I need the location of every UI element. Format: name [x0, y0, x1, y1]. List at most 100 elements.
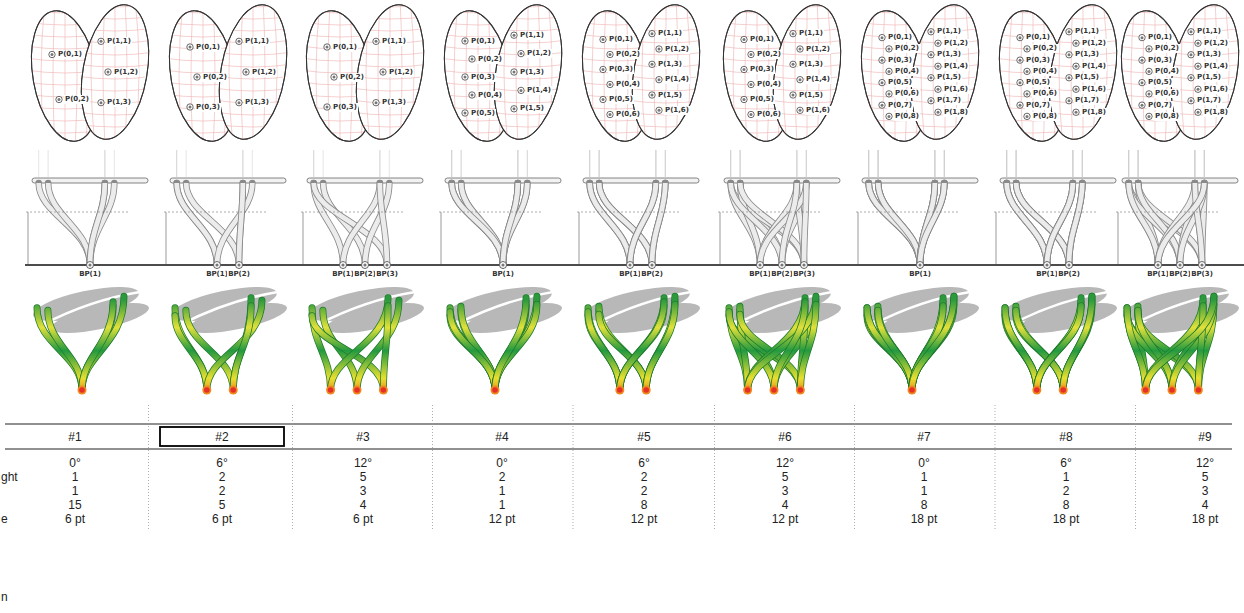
point-marker — [469, 56, 475, 62]
point-label: P(1,1) — [244, 37, 270, 46]
grid-line — [626, 4, 706, 7]
grid-line — [420, 0, 426, 147]
point-marker — [741, 36, 747, 42]
point-marker — [1139, 34, 1145, 40]
grid-line — [65, 1, 66, 151]
point-label: P(0,1) — [470, 37, 496, 46]
table-cell: 8 — [921, 498, 928, 512]
point-label: P(1,5) — [657, 91, 683, 100]
leader-line — [451, 150, 452, 178]
point-marker — [326, 106, 329, 109]
point-marker — [1073, 109, 1079, 115]
render-branch — [495, 304, 537, 390]
leader-line — [313, 150, 314, 178]
point-label: P(0,5) — [470, 109, 496, 118]
grid-line — [103, 0, 105, 147]
leader-line — [517, 150, 518, 178]
tree-render — [1005, 296, 1092, 390]
point-label: P(0,3) — [195, 103, 221, 112]
point-label: P(0,3) — [332, 103, 358, 112]
table-cell: 5 — [360, 470, 367, 484]
point-marker — [100, 101, 103, 104]
base-point — [1156, 263, 1159, 266]
point-marker — [196, 76, 199, 79]
render-base — [909, 387, 915, 393]
point-label: P(1,2) — [113, 68, 139, 77]
leader-line — [1138, 150, 1139, 178]
base-point — [650, 263, 653, 266]
point-label: P(0,2) — [1154, 44, 1180, 53]
point-label: P(0,8) — [894, 112, 920, 121]
point-label: P(0,4) — [615, 80, 641, 89]
base-point — [501, 263, 504, 266]
point-label: P(1,3) — [936, 50, 962, 59]
point-label: P(0,1) — [608, 35, 634, 44]
render-base — [354, 387, 360, 393]
tree-elevation — [1007, 183, 1083, 265]
table-cell: 2 — [219, 470, 226, 484]
point-marker — [375, 101, 378, 104]
grid-line — [167, 1, 173, 151]
point-marker — [1139, 57, 1145, 63]
point-marker — [1197, 88, 1200, 91]
grid-line — [213, 4, 293, 7]
point-marker — [748, 111, 754, 117]
base-point-label: BP(3) — [1190, 270, 1214, 279]
tree-render — [1127, 296, 1214, 390]
base-point — [214, 262, 221, 269]
branch-outline — [90, 183, 114, 265]
branch — [1158, 183, 1204, 265]
point-marker — [750, 113, 753, 116]
point-marker — [797, 76, 803, 82]
table-cell: 0° — [69, 456, 80, 470]
leader-line — [878, 150, 879, 178]
leader-line — [589, 150, 590, 178]
table-cell: 4 — [1202, 498, 1209, 512]
branch-outline — [869, 183, 920, 265]
point-label: P(0,1) — [749, 35, 775, 44]
point-label: P(1,3) — [381, 98, 407, 107]
render-base — [79, 387, 85, 393]
leader-line — [1072, 150, 1073, 178]
leader-line — [1194, 150, 1195, 178]
table-cell: 6 pt — [212, 512, 232, 526]
point-marker — [1190, 30, 1193, 33]
point-label: P(0,2) — [1032, 44, 1058, 53]
render-outline — [175, 308, 207, 390]
grid-line — [686, 0, 690, 147]
branch — [920, 183, 944, 265]
point-marker — [607, 51, 613, 57]
grid-line — [442, 1, 448, 151]
point-marker — [464, 40, 467, 43]
grid-line — [1103, 0, 1107, 147]
render-branch — [1005, 308, 1037, 390]
render-base — [1032, 386, 1041, 395]
point-marker — [238, 101, 241, 104]
leader-line — [806, 150, 807, 178]
dimension-line — [441, 212, 442, 265]
leader-line — [451, 150, 452, 178]
leader-line — [1082, 150, 1083, 178]
plan-outline — [623, 0, 710, 145]
leader-line — [1072, 150, 1073, 178]
leader-line — [730, 150, 731, 178]
point-label: P(1,1) — [798, 29, 824, 38]
point-marker — [743, 38, 746, 41]
render-outline — [82, 302, 113, 390]
point-marker — [105, 69, 111, 75]
point-marker — [741, 96, 747, 102]
point-marker — [1024, 46, 1030, 52]
render-base — [643, 387, 649, 393]
grid-line — [975, 0, 981, 147]
point-marker — [1141, 36, 1144, 39]
point-label: P(1,5) — [798, 91, 824, 100]
branch — [239, 183, 243, 265]
render-base — [743, 386, 752, 395]
grid-line — [616, 1, 617, 151]
render-branch — [800, 304, 816, 390]
tree-render — [175, 298, 262, 390]
point-marker — [518, 50, 524, 56]
point-label: P(1,8) — [1081, 108, 1107, 117]
branch-outline — [1158, 183, 1204, 265]
point-marker — [1073, 40, 1079, 46]
